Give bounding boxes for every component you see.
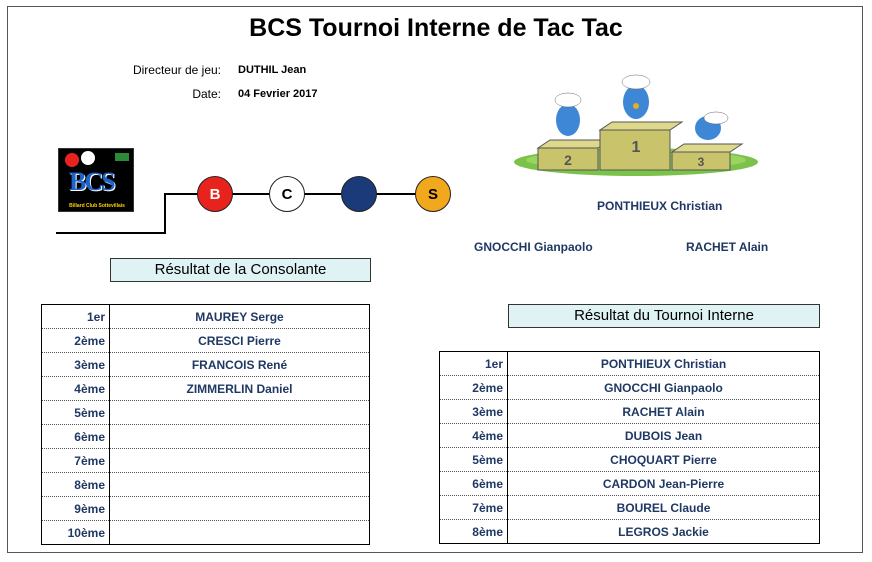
name-cell [109,472,370,497]
table-row: 8ème LEGROS Jackie [439,519,820,544]
name-cell: CHOQUART Pierre [507,447,820,472]
rank-cell: 3ème [439,399,508,424]
disc-c: C [269,176,305,212]
name-cell: ZIMMERLIN Daniel [109,376,370,401]
name-cell: FRANCOIS René [109,352,370,377]
page-frame [7,6,863,553]
name-cell: DUBOIS Jean [507,423,820,448]
rank-cell: 3ème [41,352,110,377]
name-cell [109,448,370,473]
svg-text:1: 1 [632,139,641,156]
rank-cell: 7ème [439,495,508,520]
name-cell: LEGROS Jackie [618,524,709,539]
rank-cell: 9ème [41,496,110,521]
table-row: 8ème [41,472,370,497]
tournoi-title: Résultat du Tournoi Interne [508,304,820,328]
rank-cell: 4ème [41,376,110,401]
name-cell: CRESCI Pierre [109,328,370,353]
disc-blank [341,176,377,212]
podium-third: RACHET Alain [686,240,769,254]
podium-second: GNOCCHI Gianpaolo [474,240,593,254]
date-value: 04 Fevrier 2017 [238,88,318,100]
rank-cell: 1er [439,351,508,376]
disc-b: B [197,176,233,212]
logo-caption: Billard Club Sottevillais [69,203,125,209]
rank-cell: 4ème [439,423,508,448]
date-label: Date: [192,87,221,101]
name-cell [109,496,370,521]
rank-cell: 8ème [439,519,508,544]
name-cell: RACHET Alain [507,399,820,424]
rank-cell: 7ème [41,448,110,473]
podium-illustration: 2 1 3 [508,70,758,180]
svg-text:3: 3 [698,155,705,169]
flag-icon [115,153,129,161]
club-logo: BCS Billard Club Sottevillais [58,148,134,212]
table-row: 7ème [41,448,370,473]
name-cell: MAUREY Serge [109,304,370,329]
name-cell: BOUREL Claude [507,495,820,520]
name-cell [110,521,370,545]
rank-cell: 6ème [41,424,110,449]
rank-cell: 2ème [439,375,508,400]
name-cell [109,424,370,449]
connector-line-vertical [164,193,166,234]
podium-icon: 2 1 3 [514,74,758,176]
director-label: Directeur de jeu: [132,63,221,77]
table-row: 9ème [41,496,370,521]
svg-text:2: 2 [564,152,572,168]
rank-cell: 6ème [439,471,508,496]
podium-first: PONTHIEUX Christian [597,199,723,213]
rank-cell: 10ème [41,520,110,545]
connector-line-bottom [56,232,165,234]
director-value: DUTHIL Jean [238,64,307,76]
name-cell [109,400,370,425]
name-cell: PONTHIEUX Christian [507,351,820,376]
rank-cell: 1er [41,304,110,329]
rank-cell: 2ème [41,328,110,353]
rank-cell: 5ème [439,447,508,472]
name-cell: GNOCCHI Gianpaolo [507,375,820,400]
rank-cell: 5ème [41,400,110,425]
disc-s: S [415,176,451,212]
table-row: 10ème [41,520,370,545]
logo-letters: BCS [69,167,116,196]
page-title: BCS Tournoi Interne de Tac Tac [249,14,623,42]
table-row: 5ème [41,400,370,425]
rank-cell: 8ème [41,472,110,497]
table-row: 6ème [41,424,370,449]
red-ball-icon [65,153,79,167]
name-cell: CARDON Jean-Pierre [507,471,820,496]
consolante-title: Résultat de la Consolante [110,258,371,282]
white-ball-icon [81,151,95,165]
